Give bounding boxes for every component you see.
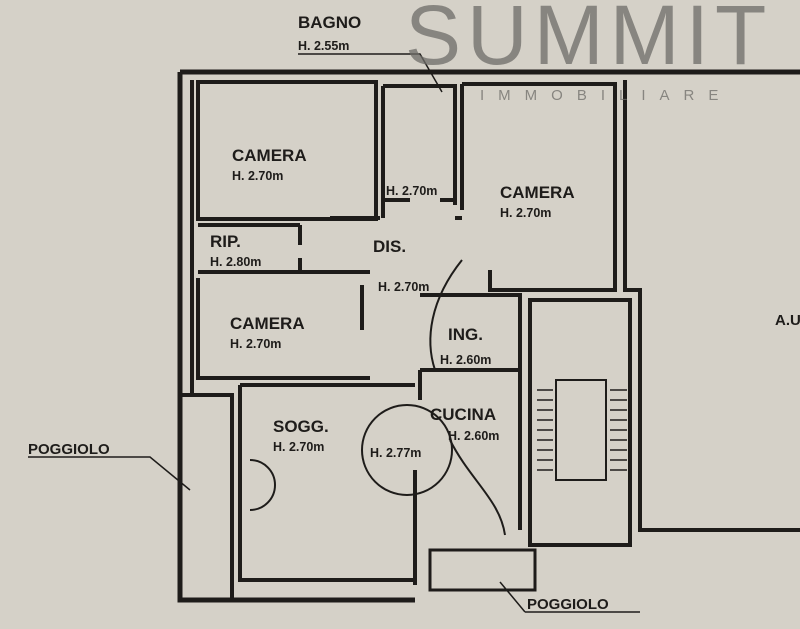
camera2-height: H. 2.70m (500, 206, 551, 220)
ing-label: ING. (448, 325, 483, 344)
stair-treads (537, 389, 627, 471)
camera2-label: CAMERA (500, 183, 575, 202)
walls (28, 53, 800, 613)
camera3-height: H. 2.70m (230, 337, 281, 351)
bagno-height: H. 2.55m (298, 39, 349, 53)
dis-label: DIS. (373, 237, 406, 256)
bagno-inner-height: H. 2.70m (386, 184, 437, 198)
poggiolo-bottom-label: POGGIOLO (527, 596, 609, 613)
watermark-brand: SUMMIT (405, 0, 772, 82)
rip-label: RIP. (210, 232, 241, 251)
ing-height: H. 2.60m (440, 353, 491, 367)
cucina-height: H. 2.60m (448, 429, 499, 443)
sogg-height: H. 2.70m (273, 440, 324, 454)
adjacent-label: A.U (775, 312, 800, 329)
cucina-label: CUCINA (430, 405, 496, 424)
bagno-label: BAGNO (298, 13, 361, 32)
camera1-label: CAMERA (232, 146, 307, 165)
door-arcs (249, 259, 506, 536)
camera3-label: CAMERA (230, 314, 305, 333)
watermark-sub: IMMOBILIARE (480, 87, 732, 104)
poggiolo-left-label: POGGIOLO (28, 441, 110, 458)
camera1-height: H. 2.70m (232, 169, 283, 183)
sogg-label: SOGG. (273, 417, 329, 436)
rotonda-height: H. 2.77m (370, 446, 421, 460)
rip-height: H. 2.80m (210, 255, 261, 269)
dis-height: H. 2.70m (378, 280, 429, 294)
